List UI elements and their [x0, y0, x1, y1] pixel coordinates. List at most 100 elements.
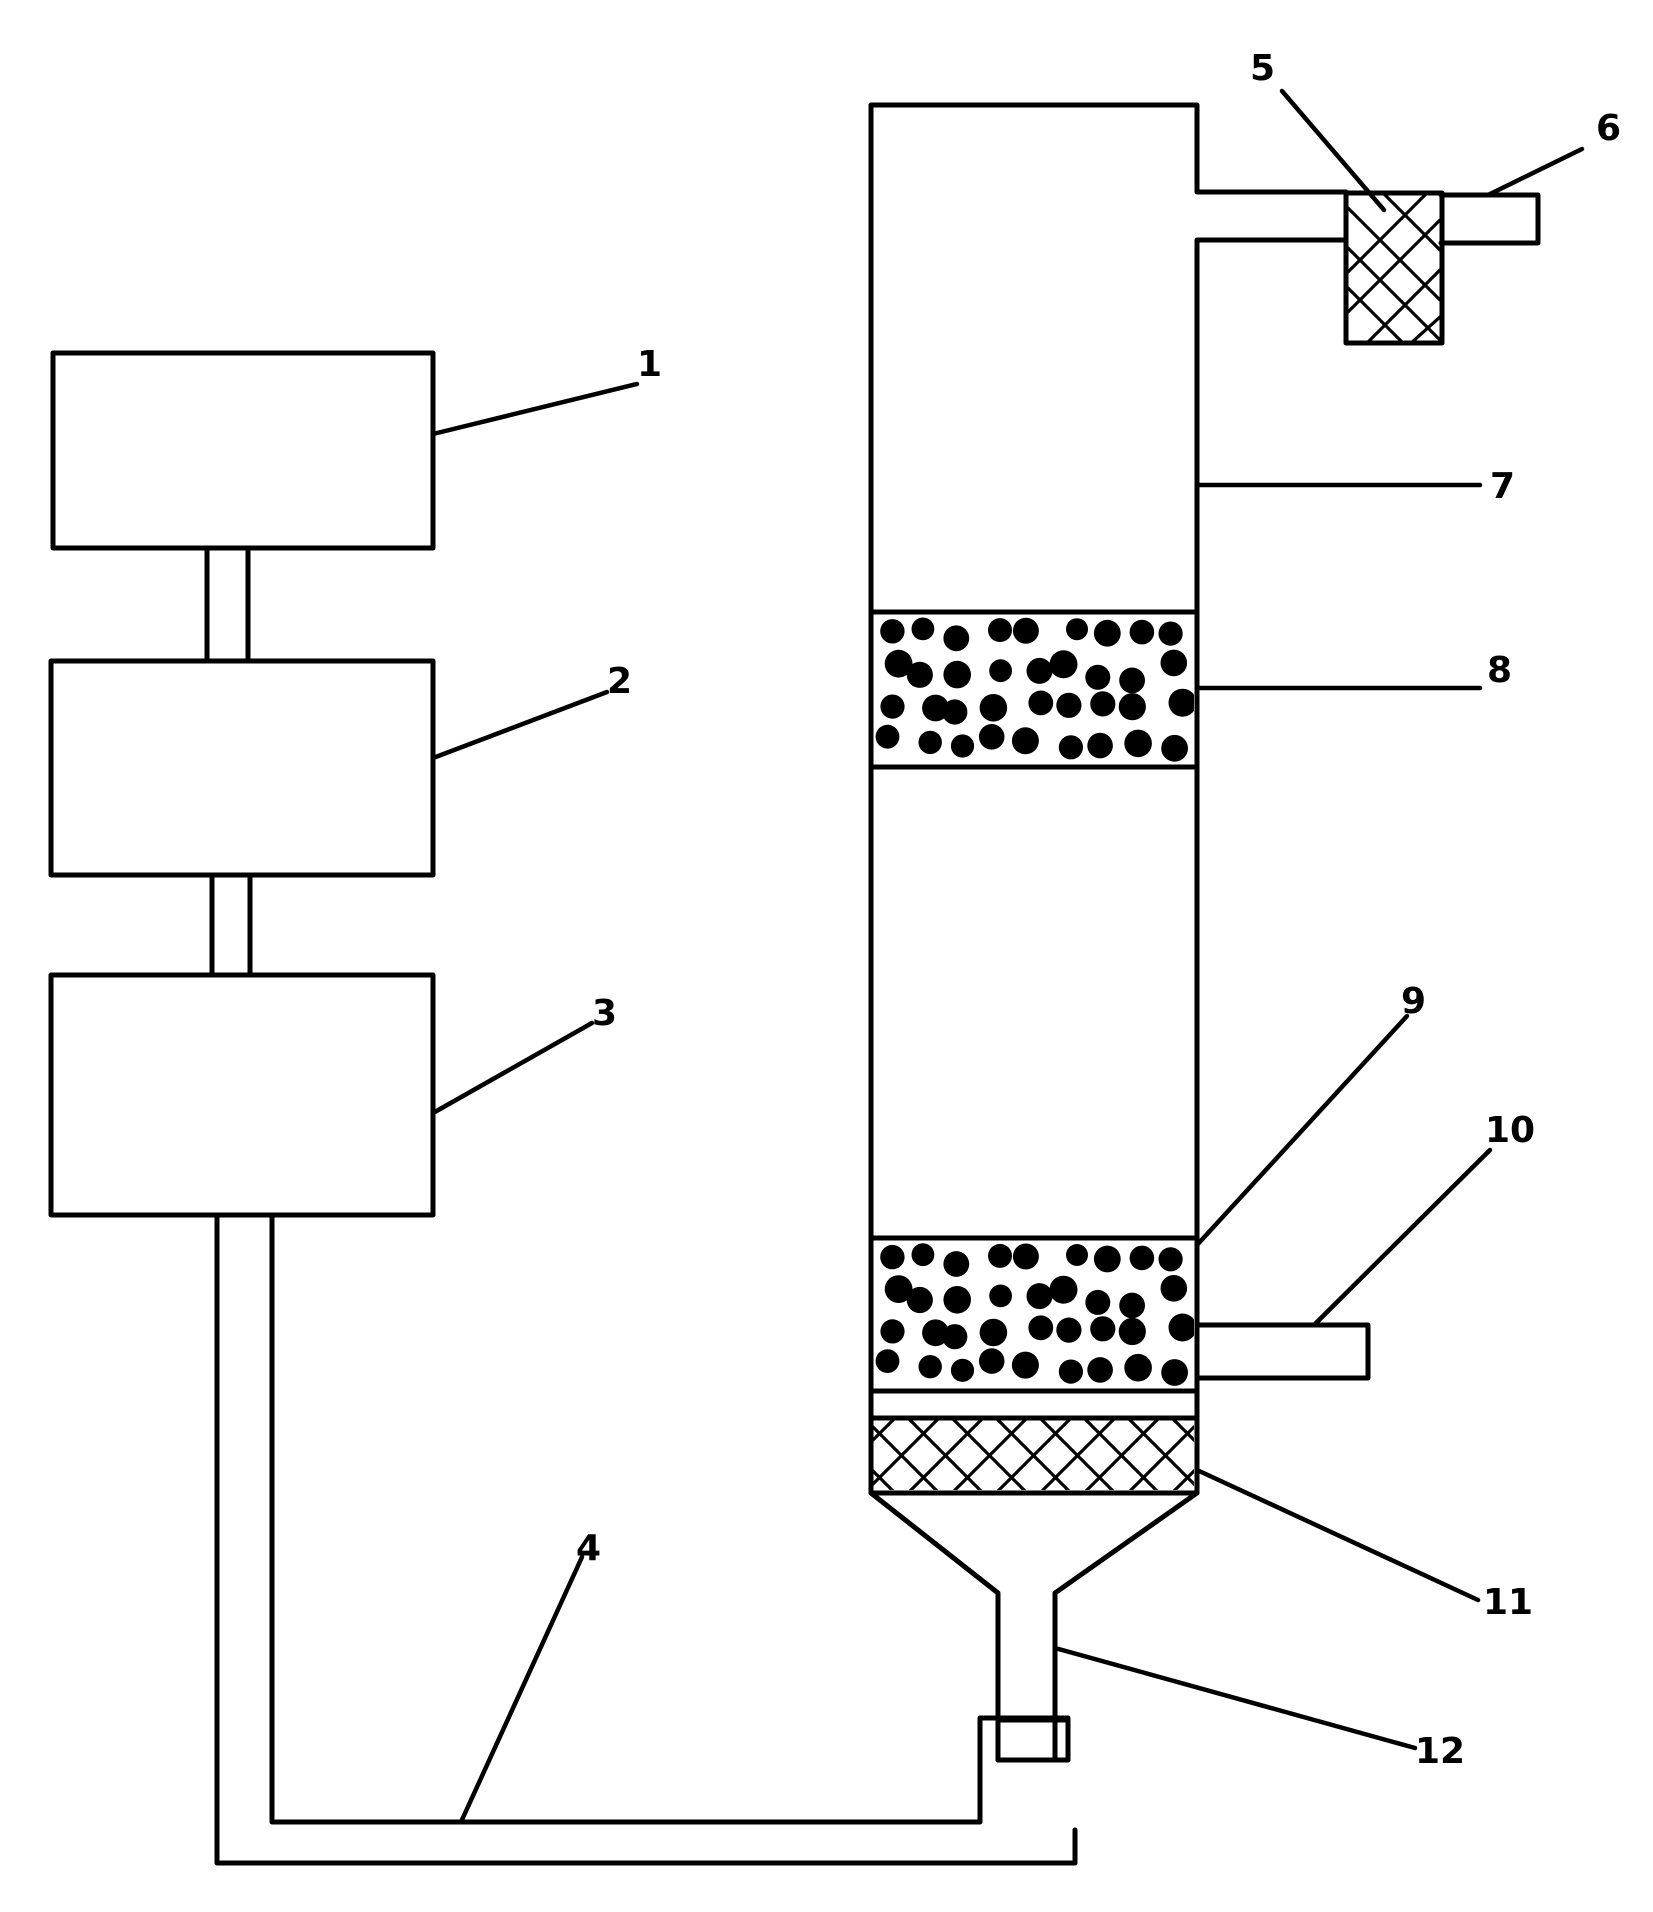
- packing-pellet: [942, 699, 968, 725]
- leader-12: [1052, 1645, 1418, 1751]
- leader-6: [1485, 146, 1585, 198]
- mesh-line: [908, 1420, 984, 1490]
- packing-pellet: [1085, 1289, 1111, 1315]
- packing-pellet: [884, 1275, 913, 1303]
- packing-pellet: [1056, 692, 1082, 718]
- packing-pellet: [1087, 732, 1113, 759]
- packing-pellet: [1026, 1283, 1053, 1310]
- packing-pellet: [1093, 1245, 1121, 1273]
- box-2: [48, 658, 436, 878]
- packing-pellet: [880, 1319, 905, 1344]
- packing-pellet: [1168, 688, 1194, 717]
- nozzle: [995, 1717, 1071, 1763]
- packing-pellet: [988, 618, 1012, 643]
- packing-pellet: [918, 730, 942, 755]
- mesh-line: [1128, 1424, 1194, 1490]
- packing-pellet: [1011, 1351, 1039, 1379]
- leader-11: [1194, 1467, 1481, 1603]
- packing-pellet: [1161, 1359, 1188, 1386]
- outlet-6: [1438, 192, 1541, 246]
- packing-pellet: [1119, 667, 1145, 694]
- packing-pellet: [1124, 1353, 1152, 1382]
- label-2: 2: [607, 661, 632, 702]
- packing-pellet: [943, 1286, 971, 1314]
- mesh-line: [1084, 1420, 1160, 1490]
- mesh-line: [872, 1420, 940, 1488]
- packing-pellet: [1118, 1317, 1146, 1346]
- packing-pellet: [1158, 621, 1183, 646]
- mesh-line: [952, 1420, 1028, 1490]
- packing-pellet: [943, 625, 970, 652]
- pipe-4: [214, 1212, 1078, 1866]
- packing-pellet: [922, 1319, 949, 1347]
- mesh-11: [868, 1415, 1200, 1496]
- filter-5: [1343, 190, 1445, 346]
- mesh-line: [872, 1420, 896, 1444]
- packing-pellet: [978, 724, 1005, 750]
- packing-pellet: [1161, 734, 1188, 762]
- packing-pellet: [942, 1324, 968, 1350]
- connector-2-3: [209, 872, 253, 978]
- mesh-line: [1040, 1420, 1116, 1490]
- packing-pellet: [950, 734, 975, 758]
- packing-pellet: [906, 1286, 933, 1314]
- leader-10: [1311, 1147, 1493, 1328]
- packing-pellet: [1066, 1244, 1088, 1266]
- packing-pellet: [1058, 735, 1083, 760]
- packing-pellet: [1093, 619, 1121, 647]
- packing-pellet: [1119, 1292, 1145, 1319]
- mesh-line: [1171, 1420, 1194, 1443]
- packing-pellet: [875, 1349, 900, 1373]
- connector-1-2: [204, 545, 251, 664]
- packing-pellet: [1026, 657, 1053, 684]
- packing-pellet: [1066, 618, 1088, 641]
- packing-pellet: [1049, 650, 1078, 679]
- packing-pellet: [950, 1358, 975, 1382]
- packing-pellet: [880, 1244, 905, 1270]
- packing-pellet: [1011, 727, 1039, 755]
- packed-layer-8: [868, 609, 1200, 770]
- packing-pellet: [1090, 691, 1116, 717]
- packing-pellet: [988, 1243, 1012, 1268]
- packing-pellet: [1158, 1247, 1183, 1272]
- mesh-line: [872, 1467, 895, 1490]
- packing-pellet: [1056, 1317, 1082, 1343]
- packing-pellet: [1160, 1275, 1188, 1302]
- packing-pellet: [1012, 617, 1039, 644]
- packing-pellet: [1028, 1315, 1054, 1341]
- packing-pellet: [1124, 729, 1152, 758]
- packing-pellet: [875, 724, 900, 749]
- packing-pellet: [906, 661, 933, 688]
- box-3: [48, 972, 436, 1218]
- packing-pellet: [1129, 619, 1155, 645]
- label-3: 3: [592, 993, 617, 1034]
- packing-pellet: [943, 660, 971, 689]
- packing-pellet: [911, 617, 935, 641]
- packing-pellet: [1090, 1316, 1116, 1342]
- packing-pellet: [1168, 1313, 1194, 1342]
- column-7: [868, 102, 1349, 1496]
- label-4: 4: [576, 1528, 601, 1569]
- packing-pellet: [922, 694, 949, 722]
- leader-4: [458, 1554, 585, 1825]
- label-7: 7: [1490, 466, 1515, 507]
- mesh-line: [996, 1420, 1072, 1490]
- label-8: 8: [1487, 650, 1512, 691]
- packing-pellet: [880, 619, 905, 644]
- packing-pellet: [978, 1348, 1005, 1374]
- packing-pellet: [884, 649, 913, 678]
- packing-pellet: [979, 1318, 1008, 1347]
- packing-pellet: [911, 1243, 935, 1267]
- leader-3: [430, 1020, 595, 1116]
- packing-pellet: [1118, 693, 1146, 721]
- leader-5: [1279, 88, 1387, 213]
- packing-pellet: [1058, 1359, 1083, 1384]
- packed-layer-9: [868, 1235, 1200, 1394]
- packing-pellet: [979, 694, 1008, 722]
- leader-2: [430, 689, 610, 761]
- packing-pellet: [1085, 664, 1111, 690]
- packing-pellet: [943, 1251, 970, 1277]
- label-6: 6: [1596, 108, 1621, 149]
- label-9: 9: [1401, 981, 1426, 1022]
